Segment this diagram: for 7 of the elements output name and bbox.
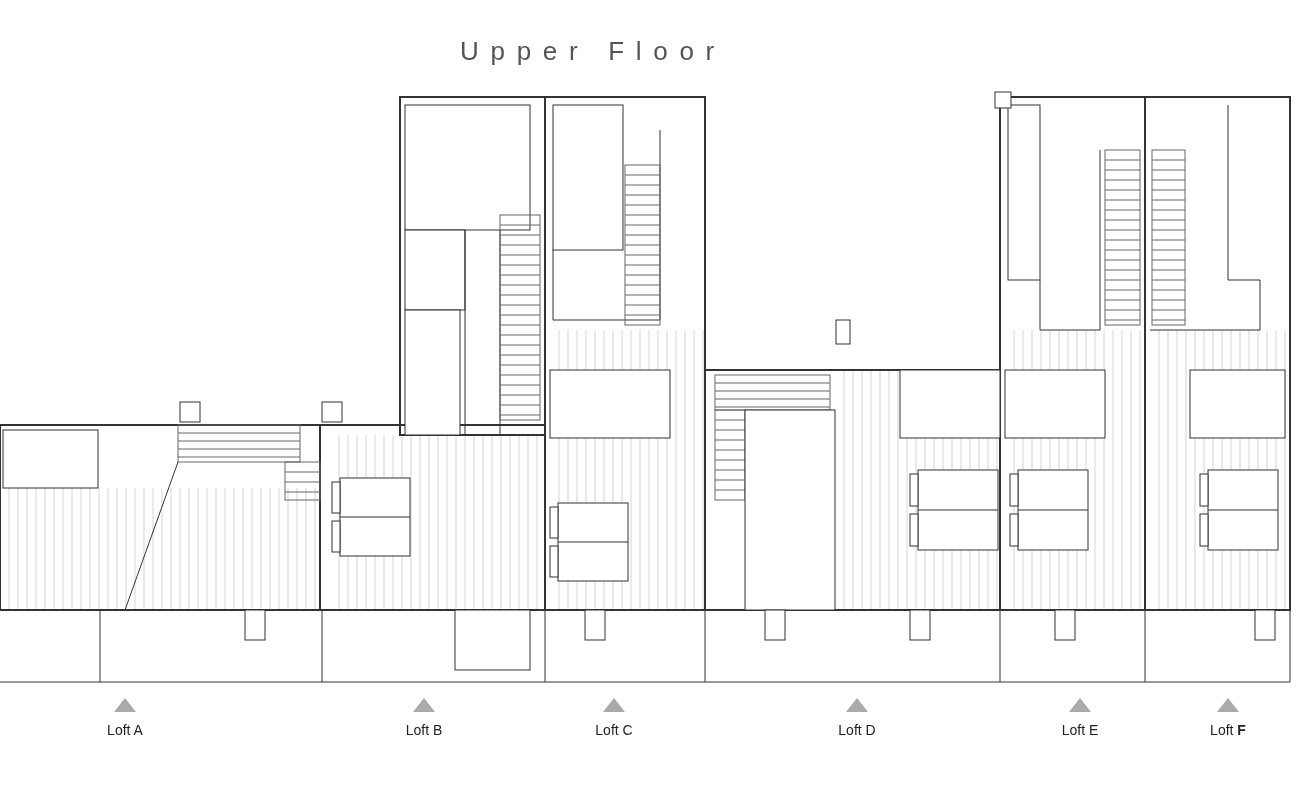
loft-label: Loft C bbox=[595, 721, 633, 740]
loft-label: Loft B bbox=[405, 721, 443, 740]
title: Upper Floor bbox=[460, 35, 726, 68]
loft-label: Loft E bbox=[1061, 721, 1099, 740]
loft-label: Loft D bbox=[838, 721, 876, 740]
loft-label: Loft F bbox=[1210, 721, 1246, 740]
loft-label: Loft A bbox=[107, 721, 143, 740]
